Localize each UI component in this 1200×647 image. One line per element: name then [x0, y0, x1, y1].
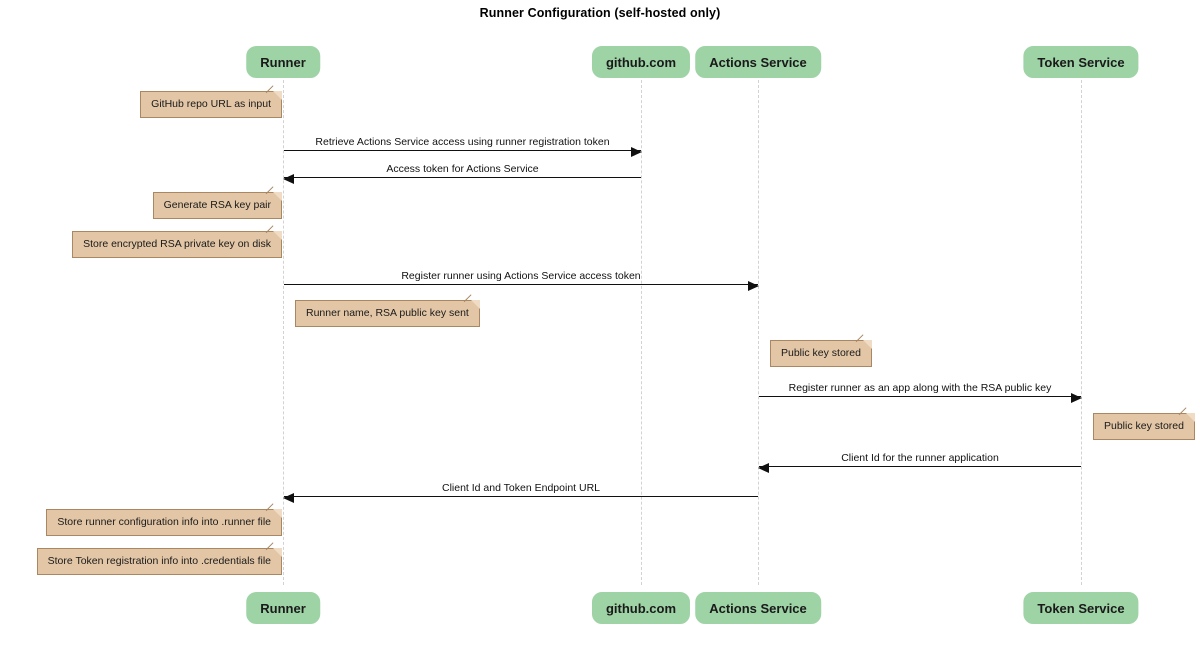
- participant-github-top[interactable]: github.com: [591, 46, 691, 78]
- message-retrieve-actions-service-access: Retrieve Actions Service access using ru…: [284, 131, 642, 157]
- message-client-id-for-runner-application: Client Id for the runner application: [758, 447, 1081, 473]
- participant-runner-top[interactable]: Runner: [246, 46, 320, 78]
- message-register-runner: Register runner using Actions Service ac…: [284, 265, 759, 291]
- message-label: Retrieve Actions Service access using ru…: [315, 136, 610, 148]
- arrowhead-right-icon: [631, 146, 642, 157]
- note-generate-rsa-key-pair: Generate RSA key pair: [152, 192, 283, 219]
- arrowhead-right-icon: [1071, 392, 1082, 403]
- participant-actions-service-top[interactable]: Actions Service: [695, 46, 821, 78]
- message-line: [284, 177, 641, 178]
- message-client-id-and-token-endpoint-url: Client Id and Token Endpoint URL: [283, 477, 758, 503]
- note-runner-name-public-key: Runner name, RSA public key sent: [295, 300, 480, 327]
- note-store-token-registration: Store Token registration info into .cred…: [36, 548, 283, 575]
- arrowhead-left-icon: [758, 462, 769, 473]
- lifeline-actions-service: [758, 80, 759, 585]
- message-line: [284, 496, 758, 497]
- participant-github-bottom[interactable]: github.com: [591, 592, 691, 624]
- note-github-repo-url: GitHub repo URL as input: [140, 91, 282, 118]
- participant-runner-bottom[interactable]: Runner: [246, 592, 320, 624]
- message-line: [284, 284, 758, 285]
- message-label: Register runner using Actions Service ac…: [401, 270, 641, 282]
- message-line: [284, 150, 641, 151]
- message-register-runner-as-app: Register runner as an app along with the…: [759, 377, 1082, 403]
- arrowhead-left-icon: [283, 492, 294, 503]
- lifeline-github: [641, 80, 642, 585]
- lifeline-token-service: [1081, 80, 1082, 585]
- message-line: [759, 466, 1081, 467]
- participant-token-service-bottom[interactable]: Token Service: [1023, 592, 1139, 624]
- message-label: Access token for Actions Service: [386, 163, 539, 175]
- message-label: Client Id and Token Endpoint URL: [442, 482, 600, 494]
- message-access-token-for-actions-service: Access token for Actions Service: [283, 158, 641, 184]
- note-public-key-stored-actions: Public key stored: [770, 340, 872, 367]
- message-label: Client Id for the runner application: [841, 452, 999, 464]
- lifeline-runner: [283, 80, 284, 585]
- arrowhead-left-icon: [283, 173, 294, 184]
- diagram-title: Runner Configuration (self-hosted only): [479, 6, 721, 20]
- note-store-runner-config: Store runner configuration info into .ru…: [46, 509, 282, 536]
- participant-token-service-top[interactable]: Token Service: [1023, 46, 1139, 78]
- participant-actions-service-bottom[interactable]: Actions Service: [695, 592, 821, 624]
- message-label: Register runner as an app along with the…: [788, 382, 1052, 394]
- arrowhead-right-icon: [748, 280, 759, 291]
- note-public-key-stored-token: Public key stored: [1093, 413, 1195, 440]
- message-line: [759, 396, 1081, 397]
- note-store-encrypted-private-key: Store encrypted RSA private key on disk: [72, 231, 282, 258]
